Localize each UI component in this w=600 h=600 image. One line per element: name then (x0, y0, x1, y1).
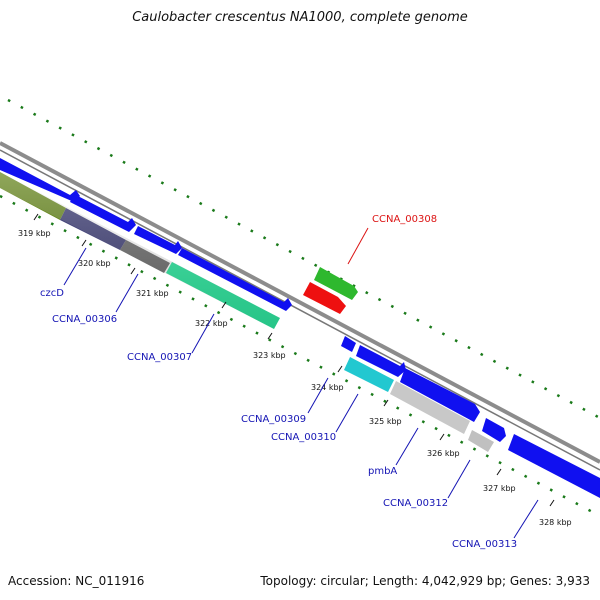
tick-label-327: 327 kbp (483, 484, 516, 493)
gene-feature-highlight (0, 172, 280, 329)
gene-feature-cds-7[interactable] (482, 418, 506, 442)
gene-label-ccna-00309[interactable]: CCNA_00309 (241, 414, 306, 425)
tick-label-322: 322 kbp (195, 319, 228, 328)
tick-label-328: 328 kbp (539, 518, 572, 527)
gene-label-ccna-00313[interactable]: CCNA_00313 (452, 539, 517, 550)
gene-feature-cds-6[interactable] (400, 368, 480, 422)
gene-feature-ccna-00308-green[interactable] (314, 267, 358, 300)
gene-feature-cds-2[interactable] (70, 194, 136, 232)
gene-feature-ccna-00309[interactable] (344, 357, 394, 392)
tick-label-324: 324 kbp (311, 383, 344, 392)
right-strand-genes (341, 336, 600, 498)
leader-ccna-00309 (307, 377, 329, 414)
leader-ccna-00308 (347, 227, 369, 265)
leader-pmba (395, 427, 419, 466)
leader-ccna-00313 (513, 499, 539, 539)
leader-ccna-00310 (335, 393, 359, 433)
topology-text: Topology: circular; Length: 4,042,929 bp… (260, 574, 590, 588)
gene-labels: czcD CCNA_00306 CCNA_00307 CCNA_00308 CC… (40, 214, 517, 550)
forward-strand-genes (0, 158, 292, 311)
tick-label-325: 325 kbp (369, 417, 402, 426)
reverse-strand-genes (0, 172, 280, 329)
leader-ccna-00306 (115, 273, 139, 313)
tick-labels: 319 kbp 320 kbp 321 kbp 322 kbp 323 kbp … (18, 229, 572, 527)
genome-backbone-inner (0, 149, 600, 471)
gene-label-ccna-00308[interactable]: CCNA_00308 (372, 214, 437, 225)
gene-label-czcd[interactable]: czcD (40, 288, 64, 299)
map-title: Caulobacter crescentus NA1000, complete … (132, 10, 468, 25)
leader-ccna-00312 (447, 459, 471, 499)
gene-feature-small-1[interactable] (341, 336, 356, 352)
label-leader-lines (63, 227, 539, 539)
tick-label-321: 321 kbp (136, 289, 169, 298)
gene-label-ccna-00312[interactable]: CCNA_00312 (383, 498, 448, 509)
gene-feature-cds-3[interactable] (134, 226, 182, 254)
gene-feature-czcd-cds[interactable] (0, 158, 80, 202)
gene-label-ccna-00306[interactable]: CCNA_00306 (52, 314, 117, 325)
gene-feature-cds-4[interactable] (178, 248, 292, 311)
gene-label-ccna-00310[interactable]: CCNA_00310 (271, 432, 336, 443)
gene-label-ccna-00307[interactable]: CCNA_00307 (127, 352, 192, 363)
gene-feature-ccna-00313-cds[interactable] (508, 434, 600, 498)
tick-label-326: 326 kbp (427, 449, 460, 458)
scale-ticks (33, 213, 555, 507)
gene-feature-ccna-00312[interactable] (468, 430, 494, 452)
gene-feature-cds-5[interactable] (356, 345, 406, 377)
tick-label-323: 323 kbp (253, 351, 286, 360)
accession-text: Accession: NC_011916 (8, 574, 145, 588)
genome-backbone (0, 141, 600, 464)
gene-feature-ccna-00308[interactable] (303, 282, 346, 314)
leader-ccna-00307 (191, 313, 215, 354)
leader-czcd (63, 247, 87, 286)
gc-skew-track-inner (0, 194, 600, 518)
gene-label-pmba[interactable]: pmbA (368, 466, 397, 477)
gene-feature-ccna-00310[interactable] (390, 381, 470, 434)
tick-label-319: 319 kbp (18, 229, 51, 238)
tick-label-320: 320 kbp (78, 259, 111, 268)
